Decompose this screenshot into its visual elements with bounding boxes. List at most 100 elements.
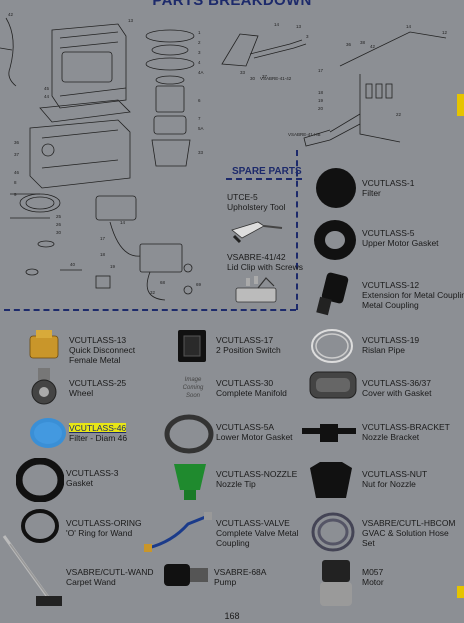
svg-text:3: 3 xyxy=(198,50,201,55)
svg-text:17: 17 xyxy=(100,236,106,241)
valve-photo xyxy=(144,512,212,552)
svg-text:42: 42 xyxy=(8,12,14,17)
svg-text:4A: 4A xyxy=(198,70,204,75)
switch-photo xyxy=(178,330,206,362)
o-ring-photo xyxy=(21,509,59,543)
image-placeholder: Image Coming Soon xyxy=(182,377,204,399)
hose-set-photo xyxy=(311,512,355,552)
svg-text:33: 33 xyxy=(240,70,246,75)
svg-text:18: 18 xyxy=(318,90,324,95)
page-title: PARTS BREAKDOWN xyxy=(152,0,312,9)
svg-text:45: 45 xyxy=(44,86,50,91)
svg-text:37: 37 xyxy=(262,74,268,79)
svg-text:12: 12 xyxy=(442,30,448,35)
page-number: 168 xyxy=(224,611,240,621)
svg-text:37: 37 xyxy=(14,152,20,157)
svg-text:18: 18 xyxy=(100,252,106,257)
svg-text:46: 46 xyxy=(14,170,20,175)
svg-text:30: 30 xyxy=(56,230,62,235)
svg-text:42: 42 xyxy=(370,44,376,49)
svg-text:VSABRE-41-HB: VSABRE-41-HB xyxy=(288,132,321,137)
svg-text:44: 44 xyxy=(44,94,50,99)
svg-text:13: 13 xyxy=(296,24,302,29)
svg-text:6: 6 xyxy=(198,98,201,103)
nut-photo xyxy=(310,462,352,498)
svg-text:30: 30 xyxy=(250,76,256,81)
svg-text:2: 2 xyxy=(198,40,201,45)
spare-parts-heading: SPARE PARTS xyxy=(232,166,302,177)
lid-clip-photo xyxy=(235,276,277,303)
svg-text:3: 3 xyxy=(306,34,309,39)
svg-text:19: 19 xyxy=(110,264,116,269)
filter-photo xyxy=(316,168,356,208)
cover-photo xyxy=(309,371,357,399)
svg-text:36: 36 xyxy=(14,140,20,145)
svg-text:68: 68 xyxy=(160,280,166,285)
lower-gasket-photo xyxy=(164,414,214,454)
svg-text:14: 14 xyxy=(406,24,412,29)
svg-text:8: 8 xyxy=(14,180,17,185)
svg-text:4: 4 xyxy=(198,60,201,65)
svg-text:14: 14 xyxy=(274,22,280,27)
motor-photo xyxy=(320,560,352,606)
svg-text:13: 13 xyxy=(128,18,134,23)
svg-text:25: 25 xyxy=(56,214,62,219)
upholstery-tool-photo xyxy=(231,221,283,244)
svg-text:22: 22 xyxy=(396,112,402,117)
svg-text:33: 33 xyxy=(198,150,204,155)
svg-text:32: 32 xyxy=(150,290,156,295)
nozzle-tip-photo xyxy=(174,464,206,500)
bracket-photo xyxy=(302,424,356,442)
pipe-photo xyxy=(311,329,353,363)
filter-disc-photo xyxy=(30,418,66,448)
svg-text:7: 7 xyxy=(198,116,201,121)
svg-text:VSABRE-41-42: VSABRE-41-42 xyxy=(260,76,292,81)
extension-photo xyxy=(316,272,349,316)
svg-text:14: 14 xyxy=(120,220,126,225)
side-tab xyxy=(457,94,464,116)
heading-rule xyxy=(226,178,302,180)
quick-disconnect-photo xyxy=(29,330,59,359)
wheel-photo xyxy=(31,368,57,405)
part-label: VCUTLASS-ORING'O' Ring for Wand xyxy=(66,518,142,538)
svg-text:69: 69 xyxy=(196,282,202,287)
section-divider xyxy=(4,309,296,311)
carpet-wand-photo xyxy=(2,535,62,606)
svg-text:20: 20 xyxy=(318,106,324,111)
svg-text:36: 36 xyxy=(346,42,352,47)
svg-text:1: 1 xyxy=(198,30,201,35)
svg-text:9: 9 xyxy=(14,192,17,197)
svg-text:26: 26 xyxy=(56,222,62,227)
side-tab xyxy=(457,586,464,598)
gasket-photo xyxy=(314,220,356,260)
svg-text:40: 40 xyxy=(70,262,76,267)
svg-text:19: 19 xyxy=(318,98,324,103)
section-divider xyxy=(296,150,298,310)
svg-text:38: 38 xyxy=(360,40,366,45)
gasket-ring-photo xyxy=(16,458,64,502)
pump-photo xyxy=(164,564,208,586)
